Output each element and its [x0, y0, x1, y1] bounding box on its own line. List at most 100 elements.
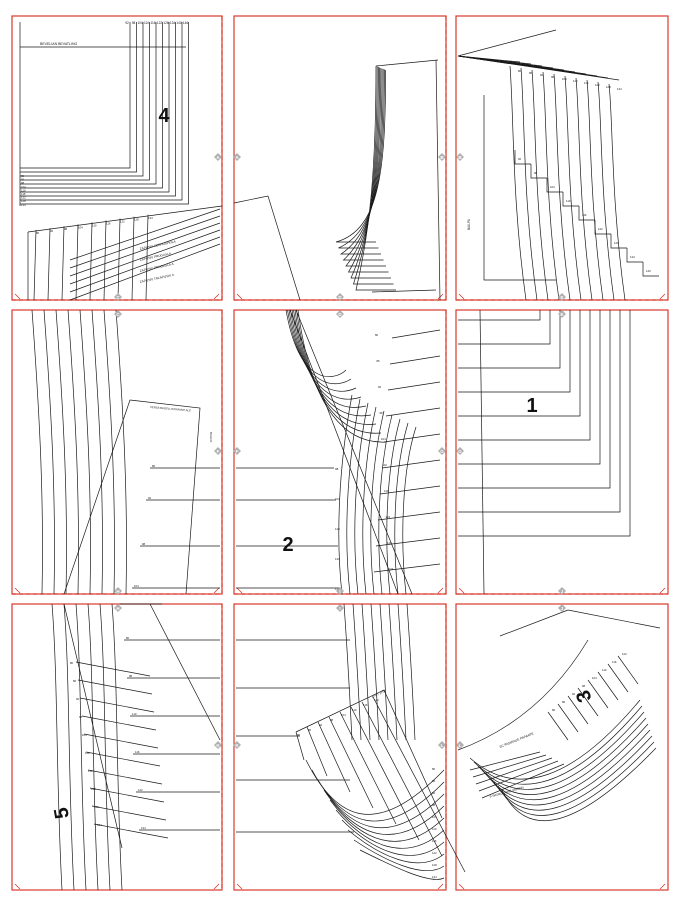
piece1-size-label: 128	[606, 85, 611, 89]
piece5-curve	[51, 603, 63, 891]
page-letter-marker: J	[558, 604, 566, 612]
piece4-strip-line	[61, 226, 65, 301]
piece5-size-label: 86	[73, 679, 77, 683]
piece2-neck-curve	[342, 68, 384, 261]
marker-letter: D	[338, 295, 342, 300]
piece-number: 4	[158, 105, 170, 127]
piece2-lower-label: 98	[335, 467, 339, 471]
pocket-size-label: 92	[148, 496, 152, 500]
piece1-diag-label: 116	[582, 213, 587, 217]
pocket-size-label: 98	[142, 542, 146, 546]
piece6-right-label: 116	[432, 839, 437, 843]
piece5-size-label: 116	[88, 769, 93, 773]
corner-tick	[236, 293, 243, 300]
piece4-strip-line	[69, 208, 221, 261]
piece1-size-label: 86	[529, 71, 533, 75]
piece1-step-line	[610, 234, 627, 249]
piece2-hem-line	[389, 355, 441, 365]
piece3-size-label: 98	[582, 684, 586, 688]
piece3-edge	[457, 639, 589, 751]
pocket-outline	[63, 399, 131, 595]
piece1-edge	[457, 29, 557, 57]
piece6-rung	[317, 721, 351, 793]
piece6-upper-curve	[361, 603, 371, 741]
piece4-size-label: 116	[150, 21, 155, 25]
piece3-inner-line	[481, 763, 565, 799]
piece2-neck-curve	[350, 66, 391, 279]
piece1-side-label: BAILPA	[467, 218, 471, 230]
piece4-size-band	[20, 22, 150, 181]
pocket-side-label: BAILPA	[209, 432, 213, 442]
piece3-caption: SC PASIRAUE PAPAAPE	[499, 732, 534, 749]
marker-diamond-icon	[438, 741, 446, 749]
page-letter-marker: K	[233, 741, 241, 749]
piece6-size-label: 92	[319, 723, 323, 727]
piece6-size-label: 80	[297, 733, 301, 737]
marker-diamond-icon	[114, 604, 122, 612]
piece3-inner-line	[469, 751, 541, 771]
piece4-size-label: 110	[144, 21, 149, 25]
page-letter-marker: E	[558, 293, 566, 301]
piece3-band	[473, 705, 643, 785]
piece1-diag-label: 98	[534, 171, 538, 175]
piece3-size-label: 80	[552, 708, 556, 712]
piece1-lower-band	[458, 310, 621, 513]
piece5-size-label: 80	[70, 661, 74, 665]
piece2-neck-curve	[345, 67, 386, 267]
panel-curve	[91, 309, 103, 595]
page-tile	[11, 15, 223, 301]
piece5-size-label: 92	[76, 697, 80, 701]
piece2-lower-label: 104	[335, 497, 340, 501]
marker-diamond-icon	[456, 741, 464, 749]
piece-number: 3	[572, 687, 596, 705]
piece1-size-label: 110	[573, 79, 578, 83]
piece4-size-label: 104	[137, 21, 143, 25]
marker-letter: K	[216, 743, 220, 748]
piece2-neck-curve	[335, 69, 386, 243]
piece5-rung	[81, 715, 157, 731]
piece6-rung	[339, 711, 397, 825]
piece4-cut-note: ZAPUSKI PRUGASLA	[139, 251, 172, 262]
marker-letter: L	[459, 743, 462, 748]
marker-letter: I	[339, 606, 340, 611]
marker-diamond-icon	[114, 293, 122, 301]
page-letter-marker: F	[233, 447, 241, 455]
pocket-size-label: 86	[152, 464, 156, 468]
piece6-upper-curve	[388, 603, 398, 741]
marker-diamond-icon	[233, 741, 241, 749]
piece3-band	[485, 723, 649, 800]
piece6-outline	[295, 689, 443, 819]
piece4-size-band	[20, 22, 189, 205]
page-letter-marker: C	[114, 293, 122, 301]
piece4-strip-line	[69, 243, 221, 301]
piece5-rung	[93, 823, 169, 839]
piece5-right-label: 98	[129, 674, 133, 678]
piece2-edge	[233, 195, 301, 301]
corner-tick	[213, 587, 220, 594]
corner-tick	[236, 883, 243, 890]
page-letter-marker: A	[214, 153, 222, 161]
piece2-neck-curve	[338, 69, 385, 249]
marker-diamond-icon	[336, 293, 344, 301]
marker-letter: A	[235, 155, 239, 160]
piece4-cut-note: ZAPUSKI PRUGASLA A	[139, 262, 174, 273]
piece1-lower-band	[458, 310, 541, 321]
piece4-size-label: 98	[132, 21, 136, 25]
piece6-curve	[329, 799, 445, 842]
piece1-step-line	[578, 206, 595, 221]
piece4-strip-label: 98	[64, 227, 68, 231]
piece5-size-label: 134	[97, 823, 102, 827]
corner-tick	[659, 587, 666, 594]
piece4-size-band	[20, 22, 157, 185]
piece6-curve	[305, 759, 445, 815]
piece5-rung	[87, 769, 163, 785]
piece2-seam	[289, 309, 399, 595]
tile-border	[455, 309, 669, 595]
piece2-neck-curve	[339, 68, 384, 255]
piece2-hem-line	[391, 329, 441, 339]
page-letter-marker: H	[114, 604, 122, 612]
piece3-rung	[557, 703, 579, 733]
marker-diamond-icon	[558, 587, 566, 595]
piece2-hem-line	[375, 537, 441, 547]
piece3-inner-line	[475, 757, 553, 785]
